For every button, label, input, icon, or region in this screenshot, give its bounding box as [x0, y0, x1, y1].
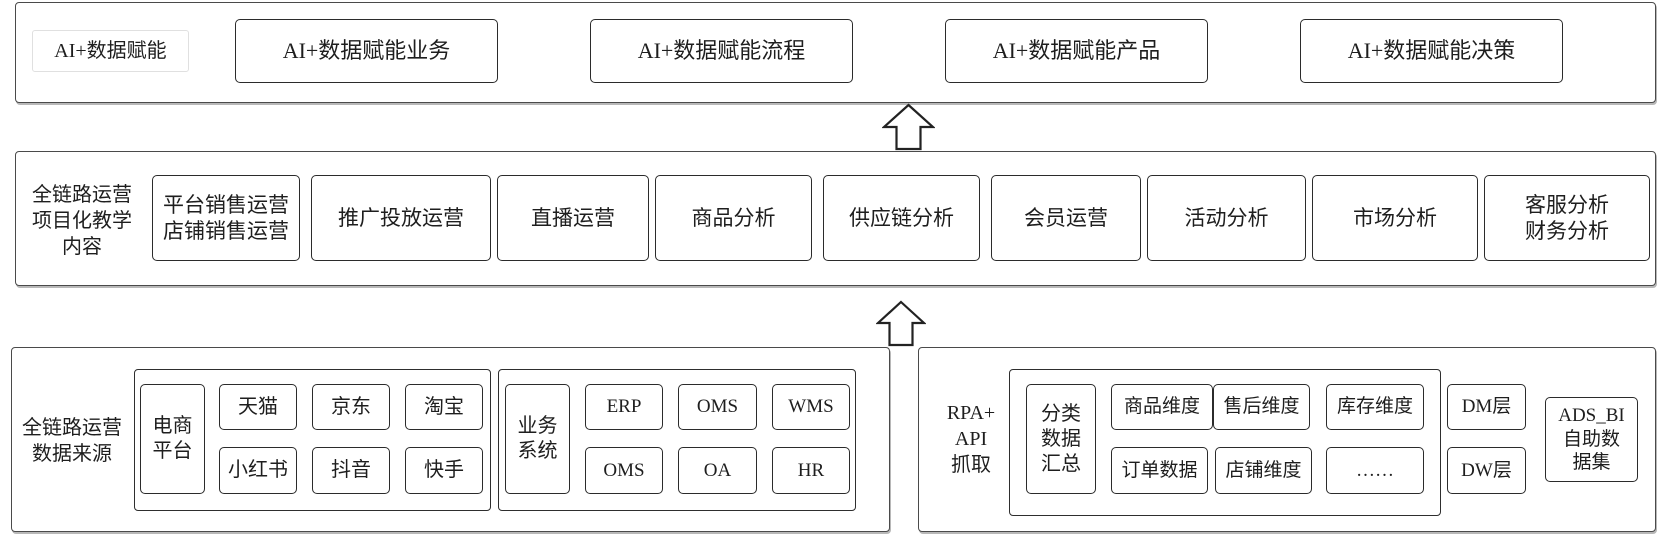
platform-jd-box: 京东 — [312, 384, 390, 430]
box-line: 分类 — [1041, 402, 1081, 425]
supply-chain-analysis-box: 供应链分析 — [823, 175, 980, 261]
box-line: 据集 — [1572, 452, 1611, 474]
ai-empowerment-business-box: AI+数据赋能业务 — [235, 19, 498, 83]
ecommerce-platform-title-box: 电商 平台 — [140, 384, 205, 494]
label-line: 全链路运营 — [32, 183, 132, 206]
system-oms-box: OMS — [585, 447, 663, 494]
box-line: 市场分析 — [1353, 205, 1437, 230]
up-arrow-icon — [882, 103, 935, 151]
up-arrow-icon — [876, 300, 926, 347]
system-oms-box: OMS — [678, 384, 757, 430]
box-line: 平台 — [152, 440, 193, 462]
box-line: 自助数 — [1562, 428, 1620, 450]
label-line: 项目化教学 — [32, 209, 132, 232]
activity-analysis-box: 活动分析 — [1147, 175, 1306, 261]
order-data-box: 订单数据 — [1111, 447, 1208, 494]
system-oa-box: OA — [678, 447, 757, 494]
dm-layer-box: DM层 — [1447, 384, 1526, 430]
after-sales-dimension-box: 售后维度 — [1213, 384, 1310, 430]
label-line: RPA+ — [946, 402, 996, 424]
box-line: 店铺销售运营 — [163, 219, 289, 243]
box-line: 业务 — [517, 415, 558, 437]
platform-xiaohongshu-box: 小红书 — [219, 447, 297, 494]
platform-douyin-box: 抖音 — [312, 447, 390, 494]
box-line: ADS_BI — [1558, 404, 1625, 426]
ai-empowerment-process-box: AI+数据赋能流程 — [590, 19, 853, 83]
product-analysis-box: 商品分析 — [655, 175, 812, 261]
live-streaming-box: 直播运营 — [497, 175, 649, 261]
box-line: 活动分析 — [1184, 205, 1269, 230]
box-line: 汇总 — [1041, 452, 1081, 475]
box-line: 商品分析 — [691, 205, 776, 230]
system-erp-box: ERP — [585, 384, 663, 430]
box-line: 系统 — [517, 440, 558, 462]
label-line: 数据来源 — [32, 443, 112, 465]
ads-bi-dataset-box: ADS_BI 自助数 据集 — [1545, 397, 1638, 482]
box-line: 直播运营 — [531, 205, 615, 230]
market-analysis-box: 市场分析 — [1312, 175, 1478, 261]
box-line: 推广投放运营 — [338, 205, 464, 230]
inventory-dimension-box: 库存维度 — [1326, 384, 1424, 430]
ai-empowerment-product-box: AI+数据赋能产品 — [945, 19, 1208, 83]
label-line: API — [954, 428, 988, 450]
business-system-title-box: 业务 系统 — [505, 384, 570, 494]
label-line: 全链路运营 — [22, 417, 122, 439]
sales-operation-box: 平台销售运营 店铺销售运营 — [152, 175, 300, 261]
data-source-label: 全链路运营 数据来源 — [13, 410, 131, 472]
box-line: 供应链分析 — [849, 205, 954, 230]
store-dimension-box: 店铺维度 — [1215, 447, 1312, 494]
box-line: 会员运营 — [1024, 205, 1108, 230]
platform-tmall-box: 天猫 — [219, 384, 297, 430]
product-dimension-box: 商品维度 — [1111, 384, 1213, 430]
system-hr-box: HR — [772, 447, 850, 494]
dw-layer-box: DW层 — [1447, 447, 1526, 494]
platform-kuaishou-box: 快手 — [405, 447, 483, 494]
label-line: 抓取 — [951, 454, 991, 476]
ai-empowerment-decision-box: AI+数据赋能决策 — [1300, 19, 1563, 83]
box-line: 电商 — [152, 415, 193, 437]
more-items-box: …… — [1326, 447, 1424, 494]
teaching-content-label: 全链路运营 项目化教学 内容 — [21, 178, 143, 263]
promotion-operation-box: 推广投放运营 — [311, 175, 491, 261]
box-line: 财务分析 — [1525, 219, 1609, 243]
platform-taobao-box: 淘宝 — [405, 384, 483, 430]
box-line: 平台销售运营 — [163, 192, 289, 217]
label-line: 内容 — [62, 235, 102, 258]
service-finance-analysis-box: 客服分析 财务分析 — [1484, 175, 1650, 261]
member-operation-box: 会员运营 — [991, 175, 1141, 261]
rpa-api-label: RPA+ API 抓取 — [931, 396, 1011, 482]
ai-empowerment-label: AI+数据赋能 — [32, 30, 189, 72]
system-wms-box: WMS — [772, 384, 850, 430]
data-summary-title-box: 分类 数据 汇总 — [1026, 384, 1096, 494]
box-line: 客服分析 — [1525, 192, 1609, 217]
box-line: 数据 — [1041, 427, 1081, 450]
